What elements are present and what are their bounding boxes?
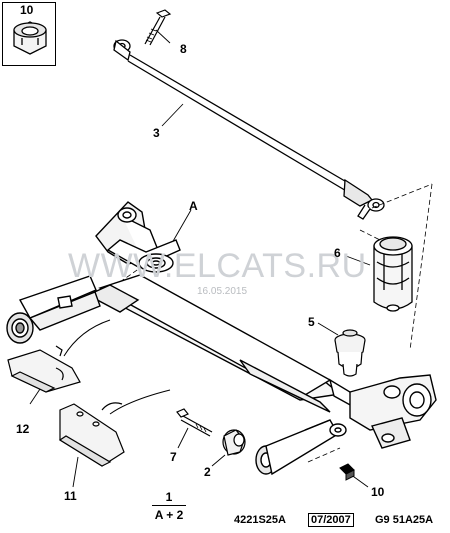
watermark: WWW.ELCATS.RU bbox=[68, 247, 367, 285]
nut-10-icon bbox=[339, 463, 355, 481]
heat-shield-12 bbox=[7, 345, 81, 393]
bump-stop-5 bbox=[334, 329, 366, 377]
bushing-2 bbox=[222, 429, 246, 456]
callout-12: 12 bbox=[16, 422, 30, 436]
callout-7: 7 bbox=[170, 450, 177, 464]
callout-5: 5 bbox=[308, 315, 315, 329]
nut-icon bbox=[13, 21, 47, 55]
callout-10-top: 10 bbox=[20, 3, 34, 17]
cable-lines bbox=[63, 319, 171, 415]
footer-ref: 4221S25A bbox=[234, 514, 286, 526]
watermark-date: 16.05.2015 bbox=[197, 286, 248, 297]
heat-shield-11 bbox=[58, 402, 125, 467]
callout-6: 6 bbox=[334, 246, 341, 260]
legend-bottom: A + 2 bbox=[154, 508, 184, 522]
callout-2: 2 bbox=[204, 465, 211, 479]
footer-code: G9 51A25A bbox=[375, 514, 434, 526]
part-legend: 1 A + 2 bbox=[152, 490, 186, 522]
legend-top: 1 bbox=[165, 490, 173, 504]
assembly-guide-lines bbox=[119, 183, 433, 463]
callout-11: 11 bbox=[64, 489, 77, 503]
callout-A: A bbox=[189, 199, 198, 213]
rear-axle-beam bbox=[6, 201, 437, 476]
bolt-8-icon bbox=[144, 9, 172, 46]
air-spring-6 bbox=[373, 236, 413, 312]
panhard-rod bbox=[113, 39, 385, 220]
callout-10-bottom: 10 bbox=[371, 485, 385, 499]
legend-divider bbox=[152, 505, 186, 506]
callout-8: 8 bbox=[180, 42, 187, 56]
bolt-7-icon bbox=[176, 408, 213, 437]
callout-3: 3 bbox=[153, 126, 160, 140]
footer-date: 07/2007 bbox=[308, 513, 354, 527]
